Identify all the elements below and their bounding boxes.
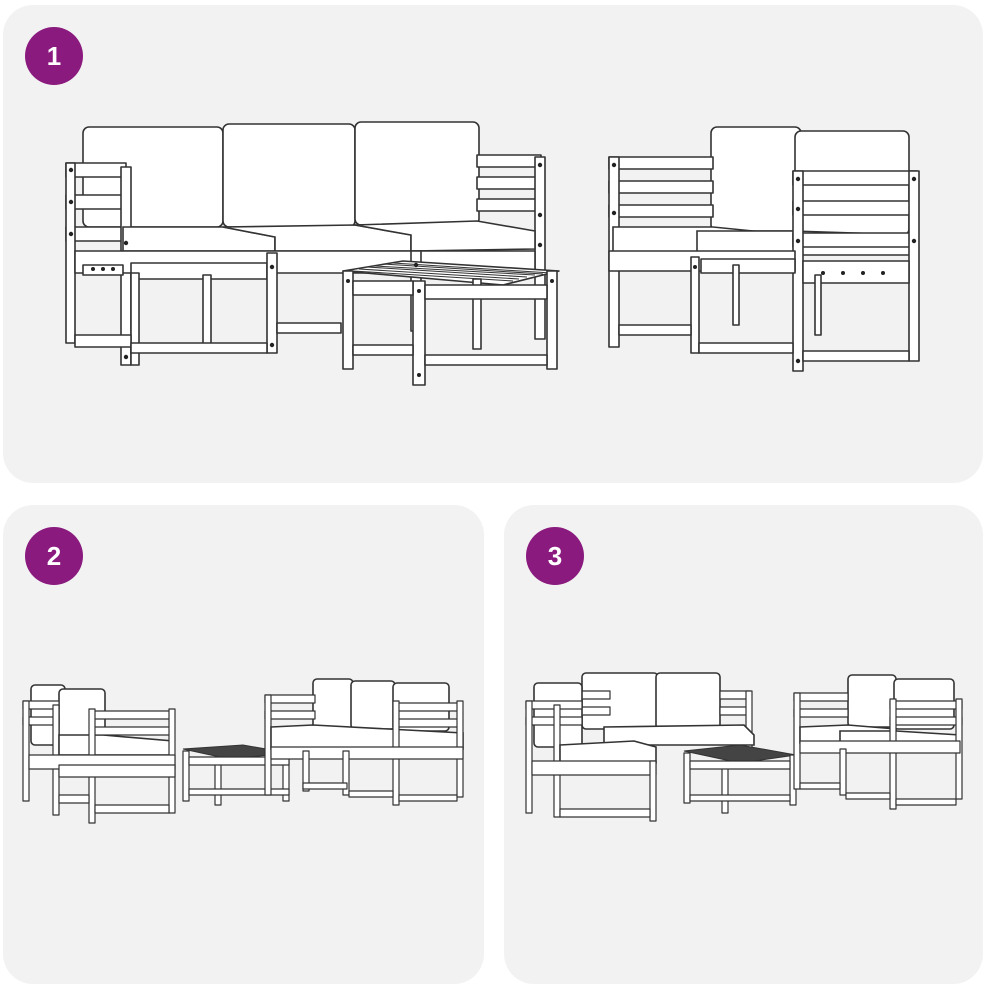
sofa-seat-cushions <box>122 220 536 252</box>
step-3-illustration <box>525 672 963 822</box>
step-1-badge: 1 <box>25 27 83 85</box>
step-1-illustration <box>65 121 920 386</box>
sofa-right-arm <box>476 154 546 340</box>
sofa-back-cushions <box>82 121 480 228</box>
step-1-panel: 1 <box>3 5 983 483</box>
left-group <box>525 672 755 822</box>
left-chairs <box>22 684 176 824</box>
step-2-illustration <box>22 678 464 824</box>
coffee-table <box>342 260 560 386</box>
step-2-badge: 2 <box>25 527 83 585</box>
step-3-badge: 3 <box>526 527 584 585</box>
sofa-bolts <box>68 162 554 377</box>
coffee-table <box>683 744 797 814</box>
coffee-table <box>182 744 290 806</box>
right-chairs <box>793 674 963 810</box>
step-2-panel: 2 <box>3 505 484 984</box>
right-sofa <box>264 678 464 806</box>
step-3-panel: 3 <box>504 505 983 984</box>
corner-chairs <box>608 126 920 372</box>
